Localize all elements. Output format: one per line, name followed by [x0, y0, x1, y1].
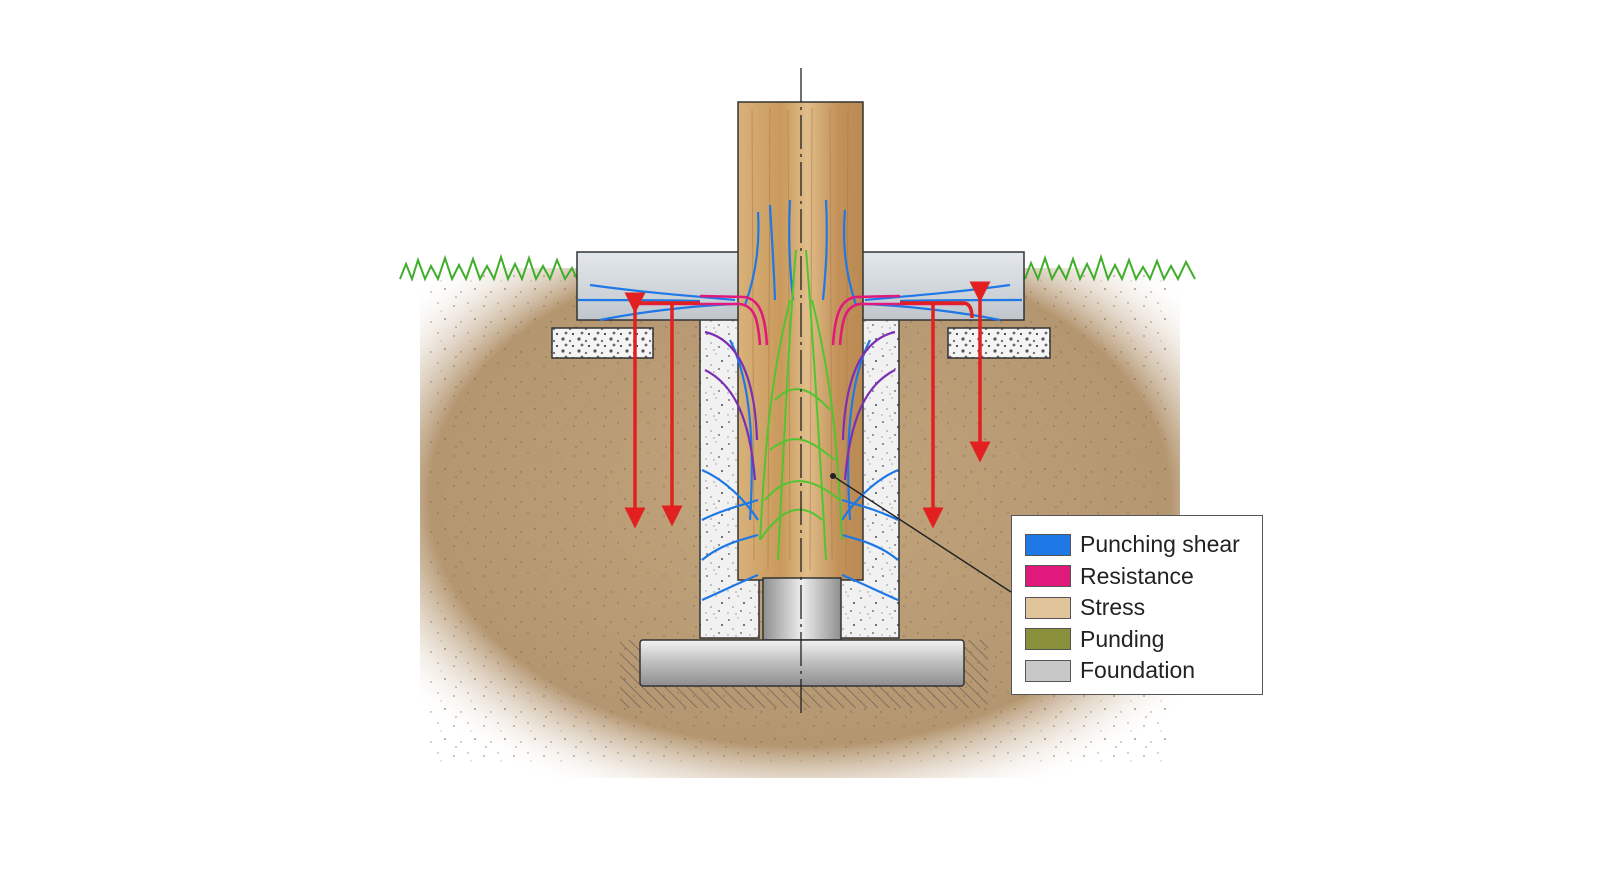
- steel-plug: [762, 577, 842, 641]
- legend-swatch: [1025, 533, 1071, 556]
- punding-lines: [759, 249, 843, 561]
- gravel-pad-right: [947, 327, 1051, 359]
- purple-stress-lines: [704, 330, 896, 481]
- legend-label: Foundation: [1080, 657, 1196, 684]
- legend-label: Punching shear: [1080, 531, 1240, 558]
- legend-leader: [830, 473, 1012, 593]
- legend-item-punching-shear: Punching shear: [1025, 529, 1262, 561]
- legend-label: Resistance: [1080, 562, 1194, 589]
- legend-label: Punding: [1080, 625, 1165, 652]
- load-arrows: [624, 281, 991, 529]
- legend-item-punding: Punding: [1025, 624, 1262, 656]
- legend-item-foundation: Foundation: [1025, 655, 1262, 687]
- legend: Punching shear Resistance Stress Punding…: [1011, 515, 1263, 695]
- gravel-pad-left: [551, 327, 654, 359]
- legend-swatch: [1025, 565, 1071, 588]
- legend-item-stress: Stress: [1025, 592, 1262, 624]
- footing-base: [639, 639, 965, 687]
- legend-label: Stress: [1080, 594, 1146, 621]
- legend-swatch: [1025, 596, 1071, 619]
- resistance-lines: [636, 294, 964, 346]
- legend-swatch: [1025, 628, 1071, 651]
- legend-swatch: [1025, 659, 1071, 682]
- grass-left: [399, 253, 578, 282]
- wood-grain: [751, 107, 849, 571]
- grass-right: [1024, 253, 1196, 282]
- legend-item-resistance: Resistance: [1025, 561, 1262, 593]
